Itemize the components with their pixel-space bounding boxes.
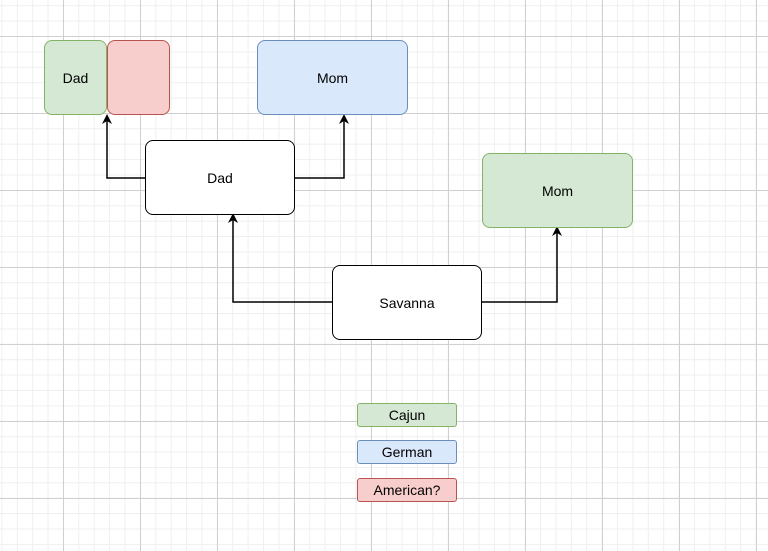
connector-father-to-grandfather [102, 114, 145, 179]
legend-american-label: American? [373, 482, 441, 498]
father-label: Dad [207, 169, 233, 186]
paternal-grandfather-cajun-box[interactable]: Dad [44, 40, 107, 115]
father-box[interactable]: Dad [145, 140, 295, 215]
connector-self-to-mother [482, 226, 562, 303]
mother-box[interactable]: Mom [482, 153, 633, 228]
self-box[interactable]: Savanna [332, 265, 482, 340]
legend-german-label: German [381, 444, 433, 460]
paternal-grandfather-label: Dad [62, 69, 89, 86]
self-label: Savanna [379, 294, 435, 311]
paternal-grandmother-label: Mom [316, 69, 349, 86]
connector-self-to-father [228, 213, 332, 303]
legend-cajun[interactable]: Cajun [357, 403, 457, 427]
mother-label: Mom [541, 182, 574, 199]
legend-american[interactable]: American? [357, 478, 457, 502]
paternal-grandmother-box[interactable]: Mom [257, 40, 408, 115]
legend-german[interactable]: German [357, 440, 457, 464]
connector-father-to-grandmother [295, 114, 349, 179]
paternal-grandfather-american-box[interactable] [107, 40, 170, 115]
legend-cajun-label: Cajun [388, 407, 426, 423]
